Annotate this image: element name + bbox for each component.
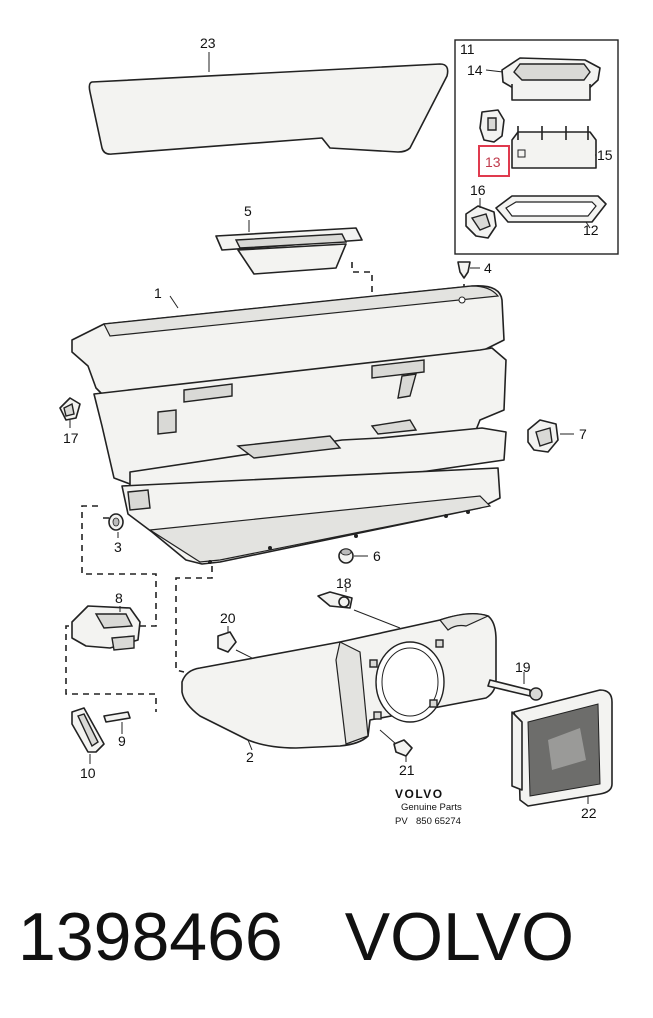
callout-23: 23 [200, 35, 216, 51]
part-7-clip [527, 419, 574, 453]
part-6-nut [338, 548, 368, 564]
part-1-door-panel [71, 284, 507, 565]
callout-labels: 23 11 14 15 16 12 5 4 1 7 17 3 6 18 8 20… [63, 35, 613, 821]
part-3-grommet [108, 513, 124, 538]
brand-logo: VOLVO [395, 787, 444, 801]
part-18-bolt [317, 588, 353, 609]
part-caption: 1398466 VOLVO [18, 892, 638, 982]
callout-3: 3 [114, 539, 122, 555]
part-17-clip [59, 397, 81, 428]
callout-9: 9 [118, 733, 126, 749]
callout-12: 12 [583, 222, 599, 238]
callout-14: 14 [467, 62, 483, 78]
callout-22: 22 [581, 805, 597, 821]
parts-diagram: 23 11 14 15 16 12 5 4 1 7 17 3 6 18 8 20… [59, 35, 619, 827]
part-4-push-clip [457, 261, 480, 279]
callout-13: 13 [485, 154, 501, 170]
part-14-lid [485, 57, 601, 101]
part-16-catch [465, 198, 497, 239]
brand-pv-label: PV [395, 816, 408, 827]
callout-20: 20 [220, 610, 236, 626]
callout-13-highlight: 13 [478, 145, 510, 177]
part-21-screw [379, 729, 413, 762]
volvo-genuine-parts-stamp: VOLVO Genuine Parts PV 850 65274 [395, 787, 462, 827]
callout-21: 21 [399, 762, 415, 778]
callout-17: 17 [63, 430, 79, 446]
part-9-screw [103, 711, 131, 734]
callout-4: 4 [484, 260, 492, 276]
part-20-clip [217, 626, 237, 653]
callout-15: 15 [597, 147, 613, 163]
part-19-screw [487, 672, 543, 701]
callout-7: 7 [579, 426, 587, 442]
brand-subtitle: Genuine Parts [401, 802, 462, 813]
part-15-box [511, 126, 597, 169]
part-2-lower-panel [181, 609, 497, 751]
callout-8: 8 [115, 590, 123, 606]
make-label: VOLVO [344, 899, 575, 975]
callout-1: 1 [154, 285, 162, 301]
part-13-clip [479, 109, 505, 143]
inset-box-11 [454, 39, 619, 255]
part-number: 1398466 [18, 899, 283, 975]
part-22-speaker-grille [511, 689, 613, 807]
callout-10: 10 [80, 765, 96, 781]
callout-6: 6 [373, 548, 381, 564]
callout-2: 2 [246, 749, 254, 765]
brand-pv-number: 850 65274 [416, 816, 461, 827]
part-23-upper-trim-panel [88, 52, 449, 155]
part-5-storage-tray [215, 220, 363, 275]
part-8-switch-housing [71, 605, 141, 651]
callout-11: 11 [460, 41, 475, 57]
part-10-switch-plate [71, 707, 105, 764]
callout-18: 18 [336, 575, 352, 591]
callout-5: 5 [244, 203, 252, 219]
callout-19: 19 [515, 659, 531, 675]
part-12-gasket [495, 195, 607, 229]
callout-16: 16 [470, 182, 486, 198]
